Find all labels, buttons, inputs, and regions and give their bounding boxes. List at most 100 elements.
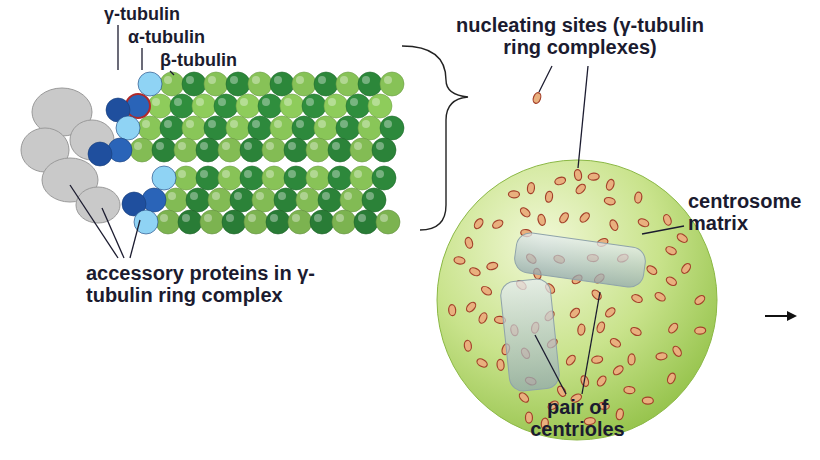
tubulin-sphere (372, 166, 396, 190)
tubulin-sphere (170, 94, 194, 118)
tubulin-sphere (284, 166, 308, 190)
highlight (186, 120, 194, 128)
tubulin-subunit (332, 210, 356, 234)
highlight (340, 76, 348, 84)
tubulin-sphere (240, 138, 264, 162)
tubulin-subunit (262, 166, 286, 190)
tubulin-subunit (204, 72, 228, 96)
nucleating-site (645, 264, 658, 276)
nucleating-site (609, 337, 622, 349)
nucleating-site (662, 213, 672, 226)
highlight (270, 214, 278, 222)
nucleating-site (565, 354, 577, 367)
highlight (252, 76, 260, 84)
nucleating-site (634, 192, 642, 204)
highlight (256, 192, 264, 200)
nucleating-site (604, 197, 616, 206)
highlight (230, 76, 238, 84)
highlight (266, 142, 274, 150)
leader-line (130, 220, 140, 258)
tubulin-subunit (310, 210, 334, 234)
highlight (296, 120, 304, 128)
leader-line (582, 292, 600, 394)
leader-lines (70, 25, 684, 394)
tubulin-sphere (274, 188, 298, 212)
nucleating-site (578, 211, 591, 224)
tubulin-sphere (174, 166, 198, 190)
nucleating-site (588, 173, 599, 181)
nucleating-site (631, 293, 644, 304)
highlight (164, 76, 172, 84)
tubulin-subunit (354, 210, 378, 234)
tubulin-sphere (178, 210, 202, 234)
highlight (208, 120, 216, 128)
tubulin-subunit (230, 188, 254, 212)
tubulin-sphere (204, 72, 228, 96)
tubulin-sphere (372, 138, 396, 162)
tubulin-sphere (244, 210, 268, 234)
nucleating-site (537, 214, 546, 226)
tubulin-subunit (148, 94, 172, 118)
tubulin-sphere (336, 116, 360, 140)
tubulin-subunit (174, 166, 198, 190)
nucleating-site (480, 285, 493, 297)
tubulin-sphere (236, 94, 260, 118)
tubulin-subunit (218, 166, 242, 190)
tubulin-subunit (292, 116, 316, 140)
tubulin-sphere (362, 188, 386, 212)
tubulin-sphere (218, 138, 242, 162)
tubulin-subunit (182, 72, 206, 96)
tubulin-sphere (318, 188, 342, 212)
tubulin-subunit (358, 72, 382, 96)
tubulin-sphere (314, 72, 338, 96)
highlight (178, 170, 186, 178)
gamma-ring-complex (21, 72, 176, 234)
highlight (332, 142, 340, 150)
highlight (372, 98, 380, 106)
nucleating-site (604, 306, 617, 319)
tubulin-sphere (182, 116, 206, 140)
microtubule (130, 72, 404, 234)
tubulin-sphere (160, 116, 184, 140)
nucleating-site (554, 176, 567, 186)
tubulin-subunit (284, 166, 308, 190)
centrosome (437, 92, 717, 440)
highlight (174, 98, 182, 106)
highlight (318, 120, 326, 128)
tubulin-sphere (240, 166, 264, 190)
highlight (296, 76, 304, 84)
tubulin-subunit (358, 116, 382, 140)
tubulin-sphere (314, 116, 338, 140)
nucleating-site (468, 266, 481, 277)
part-label: centrosome matrix (688, 190, 806, 235)
highlight (376, 142, 384, 150)
highlight (244, 170, 252, 178)
nucleating-site (665, 245, 678, 256)
tubulin-subunit (152, 138, 176, 162)
tubulin-sphere (350, 166, 374, 190)
highlight (274, 120, 282, 128)
highlight (380, 214, 388, 222)
nucleating-site (596, 374, 608, 387)
tubulin-sphere (248, 72, 272, 96)
highlight (134, 142, 142, 150)
tubulin-sphere (296, 188, 320, 212)
nucleating-site (532, 92, 542, 105)
tubulin-sphere (358, 72, 382, 96)
tubulin-subunit (170, 94, 194, 118)
tubulin-subunit (266, 210, 290, 234)
tubulin-sphere (306, 138, 330, 162)
part-label: γ-tubulin (104, 4, 214, 24)
highlight (366, 192, 374, 200)
tubulin-subunit (318, 188, 342, 212)
highlight (354, 142, 362, 150)
highlight (200, 170, 208, 178)
highlight (384, 120, 392, 128)
tubulin-sphere (324, 94, 348, 118)
tubulin-sphere (186, 188, 210, 212)
part-label: accessory proteins in γ-tubulin ring com… (86, 262, 336, 307)
tubulin-subunit (284, 138, 308, 162)
nucleating-site (591, 355, 603, 364)
tubulin-sphere (380, 116, 404, 140)
nucleating-site (612, 364, 625, 376)
